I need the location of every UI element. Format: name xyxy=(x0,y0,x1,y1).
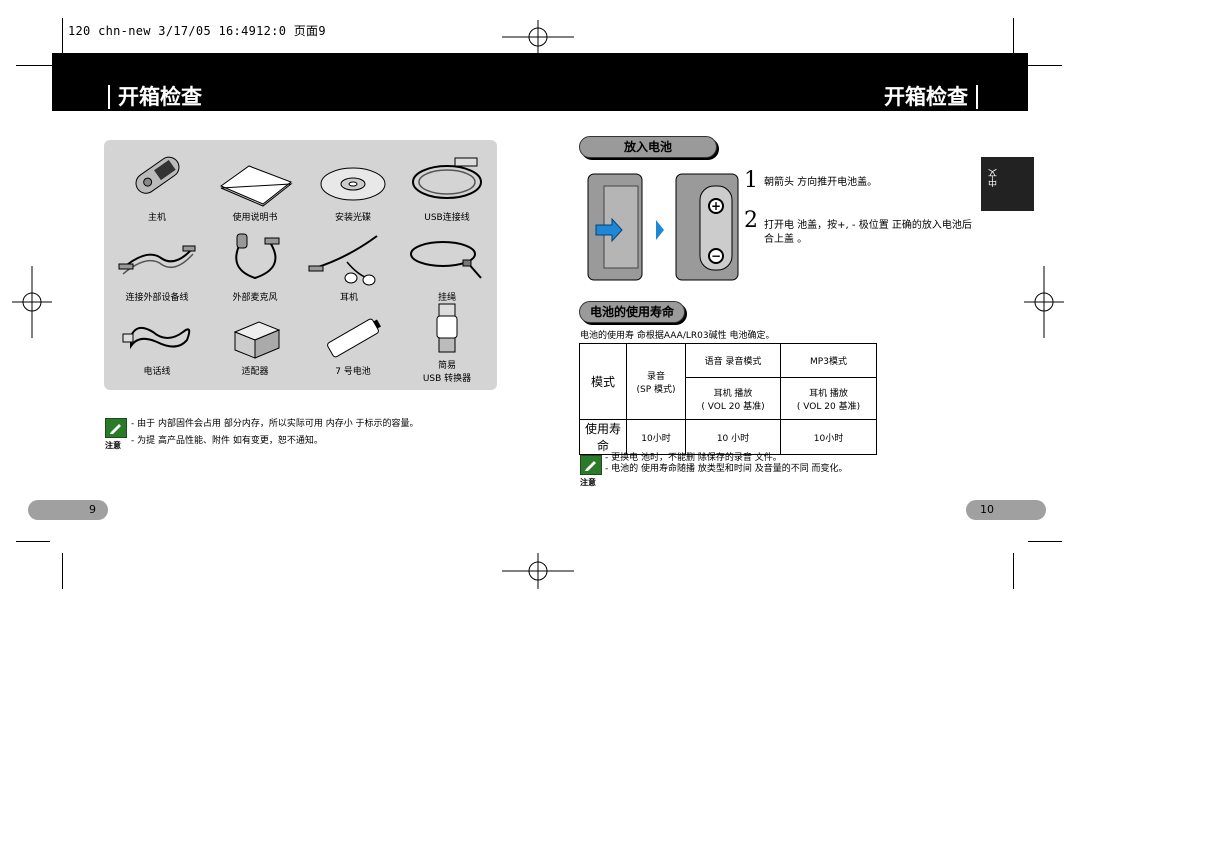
battery-life-table: 模式 录音 (SP 模式) 语音 录音模式 MP3模式 耳机 播放 ( VOL … xyxy=(579,343,877,455)
table-header-voice: 语音 录音模式 xyxy=(685,343,781,378)
battery-life-intro: 电池的使用寿 命根据AAA/LR03碱性 电池确定。 xyxy=(580,331,775,341)
header-band: 开箱检查 开箱检查 xyxy=(52,53,1028,111)
table-cell-life-voice: 10 小时 xyxy=(685,419,781,455)
cd-icon xyxy=(320,167,386,201)
note-line: - 电池的 使用寿命随播 放类型和时间 及音量的不同 而变化。 xyxy=(605,464,848,474)
plus-symbol: + xyxy=(711,199,721,213)
registration-mark-top xyxy=(502,20,574,54)
accessory-usb-converter: 简易 USB 转换器 xyxy=(398,300,496,384)
accessory-adapter: 适配器 xyxy=(206,312,304,377)
step-number-1: 1 xyxy=(744,168,758,193)
registration-mark-left xyxy=(12,266,52,338)
page-title-right: 开箱检查 xyxy=(884,85,978,109)
microphone-icon xyxy=(235,233,280,280)
note-icon xyxy=(580,455,602,475)
accessory-microphone: 外部麦克风 xyxy=(206,228,304,303)
accessory-phone-cable: 电话线 xyxy=(108,312,206,377)
usb-cable-icon xyxy=(412,157,482,199)
note-line: - 为提 高产品性能、附件 如有变更，恕不通知。 xyxy=(131,436,323,446)
page-number-right: 10 xyxy=(966,500,1046,520)
accessory-cd: 安装光碟 xyxy=(304,148,402,223)
accessory-earphones: 耳机 xyxy=(300,228,398,303)
table-cell-mp3-mode: 耳机 播放 ( VOL 20 基准) xyxy=(780,377,877,420)
player-icon xyxy=(135,156,180,194)
step-text-1: 朝箭头 方向推开电池盖。 xyxy=(764,177,878,188)
table-header-mp3: MP3模式 xyxy=(780,343,877,378)
language-tab: 中文 xyxy=(981,157,1034,211)
adapter-icon xyxy=(233,321,281,359)
accessory-strap: 挂绳 xyxy=(398,228,496,303)
step-number-2: 2 xyxy=(744,208,758,233)
section-title-battery-life: 电池的使用寿命 xyxy=(579,301,685,323)
printer-header: 120 chn-new 3/17/05 16:4912:0 页面9 xyxy=(68,24,326,38)
step-text-2: 打开电 池盖，按+, - 极位置 正确的放入电池后 xyxy=(764,220,972,231)
line-cable-icon xyxy=(118,245,196,275)
table-cell-life-mp3: 10小时 xyxy=(780,419,877,455)
battery-icon xyxy=(327,318,381,358)
accessory-player: 主机 xyxy=(108,148,206,223)
strap-icon xyxy=(410,241,482,279)
table-cell-voice-mode: 耳机 播放 ( VOL 20 基准) xyxy=(685,377,781,420)
minus-symbol: − xyxy=(711,249,721,263)
accessory-battery: 7 号电池 xyxy=(304,312,402,377)
note-icon xyxy=(105,418,127,438)
accessory-manual: 使用说明书 xyxy=(206,148,304,223)
table-cell-life-recording: 10小时 xyxy=(626,419,686,455)
usb-converter-icon xyxy=(436,303,458,353)
phone-cable-icon xyxy=(122,326,191,350)
manual-icon xyxy=(219,165,293,207)
page-title-left: 开箱检查 xyxy=(108,85,202,109)
table-cell-recording: 录音 (SP 模式) xyxy=(626,343,686,420)
table-cell-mode-label: 模式 xyxy=(579,343,627,420)
note-caption: 注意 xyxy=(580,478,596,487)
page-number-left: 9 xyxy=(28,500,108,520)
note-line: - 更换电 池时，不能删 除保存的录音 文件。 xyxy=(605,453,782,463)
step-text-2b: 合上盖 。 xyxy=(764,234,808,245)
note-line: - 由于 内部固件会占用 部分内存，所以实际可用 内存小 于标示的容量。 xyxy=(131,419,419,429)
accessory-line-cable: 连接外部设备线 xyxy=(108,228,206,303)
registration-mark-right xyxy=(1024,266,1064,338)
accessory-panel: 主机 使用说明书 安装光碟 USB连接线 连接外部设备线 xyxy=(104,140,497,390)
earphones-icon xyxy=(308,235,378,286)
battery-install-illustration: + − xyxy=(587,173,739,281)
accessory-usb-cable: USB连接线 xyxy=(398,148,496,223)
registration-mark-bottom xyxy=(502,553,574,589)
table-cell-life-label: 使用寿命 xyxy=(579,419,627,455)
note-caption: 注意 xyxy=(105,441,121,450)
section-title-battery: 放入电池 xyxy=(579,136,717,158)
